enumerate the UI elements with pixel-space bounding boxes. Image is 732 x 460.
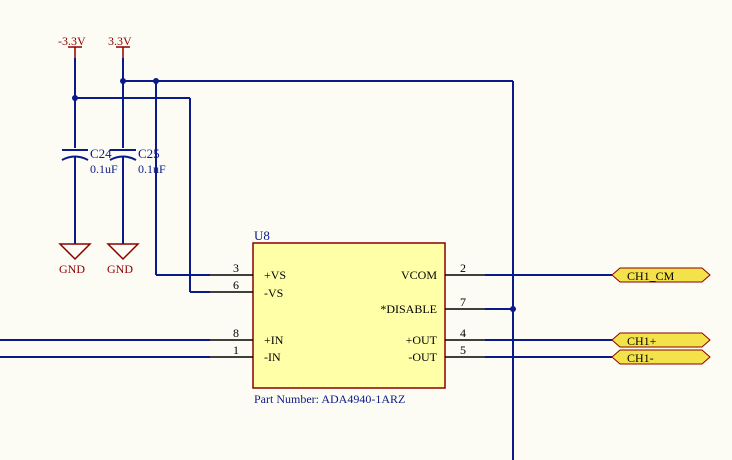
pin-in-pos-name: +IN xyxy=(264,333,284,347)
junctions xyxy=(72,78,516,312)
c24-ref: C24 xyxy=(90,146,112,161)
ic-body[interactable] xyxy=(252,242,446,389)
pin-1-number: 1 xyxy=(233,343,239,357)
pin-4-number: 4 xyxy=(460,326,466,340)
pin-3-number: 3 xyxy=(233,261,239,275)
ic-u8[interactable]: U8 Part Number: ADA4940-1ARZ 3 6 8 1 +VS… xyxy=(210,228,485,406)
pin-8-number: 8 xyxy=(233,326,239,340)
ic-ref: U8 xyxy=(254,228,270,243)
port-ch1-cm-label: CH1_CM xyxy=(627,269,675,283)
ground-2-label: GND xyxy=(107,262,133,276)
pin-2-number: 2 xyxy=(460,261,466,275)
port-ch1-pos-label: CH1+ xyxy=(627,334,657,348)
port-ch1-cm[interactable]: CH1_CM xyxy=(611,267,711,283)
port-ch1-neg-label: CH1- xyxy=(627,351,654,365)
port-ch1-pos[interactable]: CH1+ xyxy=(611,332,711,348)
wires xyxy=(0,58,612,460)
port-ch1-neg[interactable]: CH1- xyxy=(611,349,711,365)
c25-value: 0.1uF xyxy=(138,162,166,176)
c24-value: 0.1uF xyxy=(90,162,118,176)
pos-rail-label: 3.3V xyxy=(108,34,132,48)
junction-pos-rail xyxy=(120,78,126,84)
junction-pos-rail-drop xyxy=(153,78,159,84)
neg-rail-label: -3.3V xyxy=(58,34,86,48)
capacitor-c25[interactable]: C25 0.1uF xyxy=(109,146,166,176)
pin-disable-name: *DISABLE xyxy=(380,302,437,316)
pin-vs-neg-name: -VS xyxy=(264,286,283,300)
ground-symbol-2[interactable]: GND xyxy=(106,243,140,276)
neg-rail-symbol[interactable]: -3.3V xyxy=(58,34,86,58)
pin-6-number: 6 xyxy=(233,278,239,292)
pin-vs-pos-name: +VS xyxy=(264,268,286,282)
pin-vcom-name: VCOM xyxy=(401,268,437,282)
pin-out-pos-name: +OUT xyxy=(406,333,438,347)
ic-part-number: Part Number: ADA4940-1ARZ xyxy=(254,392,405,406)
pin-5-number: 5 xyxy=(460,343,466,357)
junction-disable xyxy=(510,306,516,312)
pin-out-neg-name: -OUT xyxy=(408,350,437,364)
pin-in-neg-name: -IN xyxy=(264,350,281,364)
junction-neg-rail xyxy=(72,95,78,101)
pos-rail-symbol[interactable]: 3.3V xyxy=(108,34,132,58)
c25-ref: C25 xyxy=(138,146,160,161)
pin-7-number: 7 xyxy=(460,295,466,309)
ground-symbol-1[interactable]: GND xyxy=(58,243,92,276)
capacitor-c24[interactable]: C24 0.1uF xyxy=(61,146,118,176)
ground-1-label: GND xyxy=(59,262,85,276)
